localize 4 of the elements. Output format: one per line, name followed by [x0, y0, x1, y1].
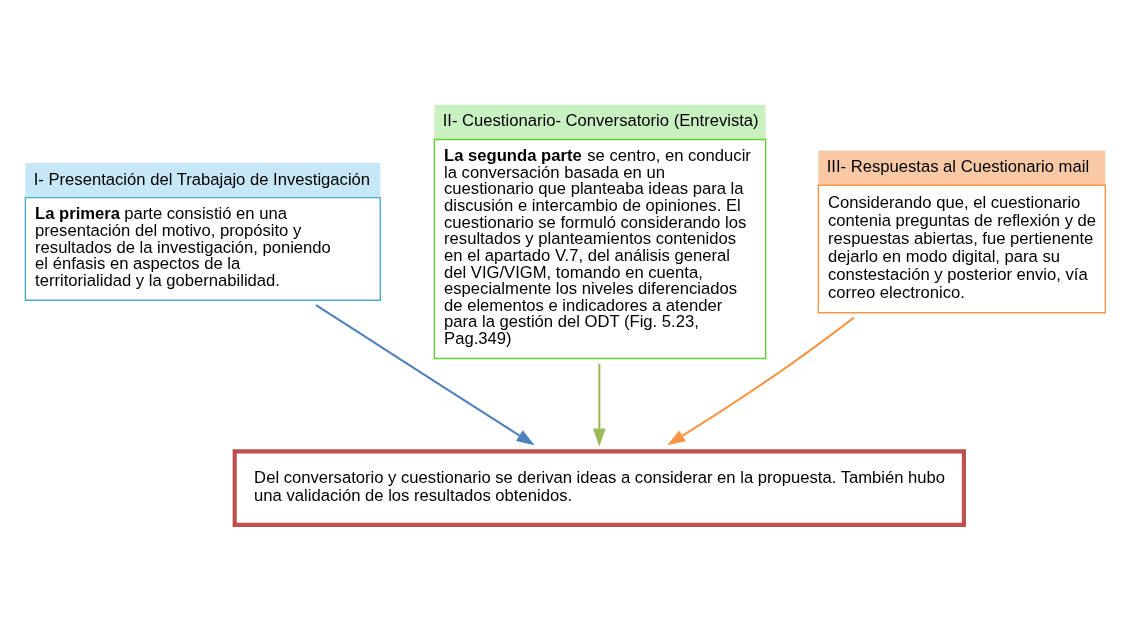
arrow — [315, 304, 535, 446]
node-box: Del conversatorio y cuestionario se derivan ideas a considerar en la propuesta. También hubo una validación de los resultados obtenidos. — [232, 449, 966, 527]
arrow — [593, 363, 606, 447]
arrow — [667, 316, 855, 446]
